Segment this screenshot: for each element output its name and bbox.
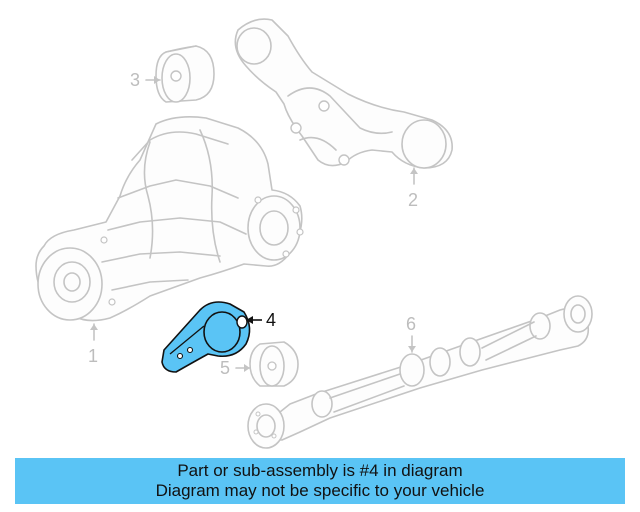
banner-line-1: Part or sub-assembly is #4 in diagram: [177, 461, 463, 480]
part-6-drive-shaft: [247, 295, 593, 449]
arrow-5: [244, 364, 250, 372]
arrow-3: [154, 76, 160, 84]
banner-line-2: Diagram may not be specific to your vehi…: [155, 481, 485, 500]
info-banner: Part or sub-assembly is #4 in diagram Di…: [15, 458, 625, 504]
part-1-differential: [35, 116, 304, 322]
callout-1: 1: [88, 346, 98, 366]
parts-diagram: 3 2 1: [35, 18, 593, 449]
callout-4: 4: [266, 310, 276, 330]
part-5-bushing: [249, 341, 299, 387]
arrow-6: [408, 346, 416, 352]
callout-6: 6: [406, 314, 416, 334]
callout-2: 2: [408, 190, 418, 210]
arrow-1: [90, 324, 98, 330]
arrow-2: [410, 168, 418, 174]
callout-5: 5: [220, 358, 230, 378]
part-2-crossmember: [234, 18, 453, 169]
part-3-bushing: [155, 45, 215, 103]
part-4-mount-bracket: [161, 301, 251, 373]
arrow-4: [246, 316, 253, 324]
callout-3: 3: [130, 70, 140, 90]
